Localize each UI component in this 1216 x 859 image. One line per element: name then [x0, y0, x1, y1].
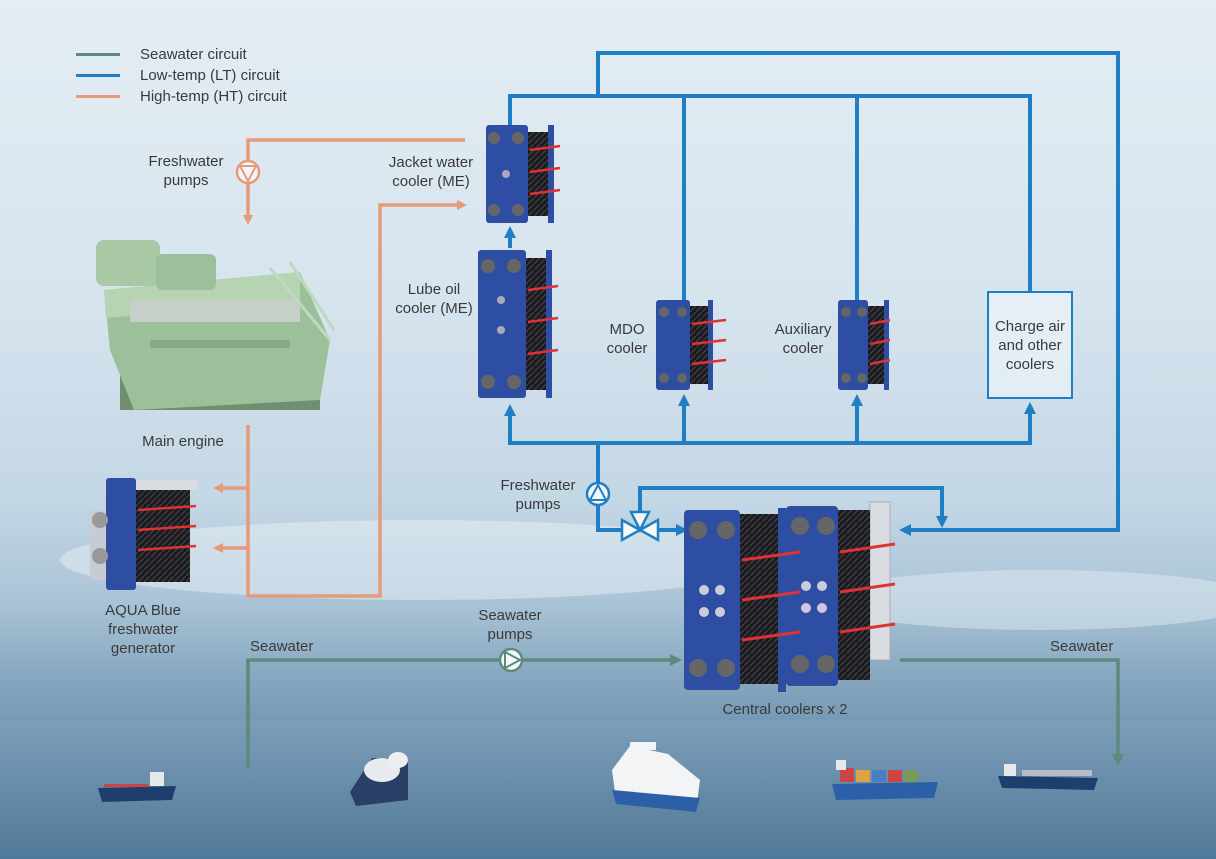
aqua-blue-generator-icon [90, 478, 198, 590]
label-line: cooler [782, 340, 824, 357]
legend-item-lt: Low-temp (LT) circuit [76, 65, 287, 86]
label-line: freshwater [107, 621, 179, 638]
ship-cruise-icon [612, 742, 700, 812]
legend-item-seawater: Seawater circuit [76, 44, 287, 65]
central-coolers-icon [684, 501, 896, 692]
lube-oil-cooler-icon [478, 250, 559, 398]
label-line: Freshwater [500, 477, 576, 494]
label-seawater-in: Seawater [250, 638, 314, 655]
label-charge-air-coolers: Charge air and other coolers [995, 317, 1065, 374]
legend-label-ht: High-temp (HT) circuit [140, 88, 287, 105]
label-central-coolers: Central coolers x 2 [722, 701, 848, 718]
seawater-circuit [246, 654, 1124, 768]
freshwater-pump-lt-icon [585, 481, 611, 507]
label-line: generator [110, 640, 176, 657]
legend-swatch-seawater [76, 53, 120, 56]
jacket-water-cooler-icon [486, 125, 561, 223]
label-line: cooler [606, 340, 648, 357]
label-line: Lube oil [407, 281, 461, 298]
ship-lng-carrier-icon [350, 752, 408, 806]
label-freshwater-pumps-ht: Freshwater pumps [136, 152, 236, 190]
label-line: cooler (ME) [392, 173, 470, 190]
label-line: pumps [515, 496, 561, 513]
three-way-valve-icon [620, 510, 660, 543]
label-line: MDO [609, 321, 645, 338]
label-line: pumps [487, 626, 533, 643]
ship-container-icon [832, 760, 938, 800]
ship-bulk-carrier-icon [998, 764, 1098, 790]
label-auxiliary-cooler: Auxiliary cooler [764, 320, 842, 358]
legend: Seawater circuit Low-temp (LT) circuit H… [76, 44, 287, 107]
sea-background [0, 720, 1216, 859]
label-line: Jacket water [388, 154, 474, 171]
label-line: coolers [1005, 355, 1055, 373]
ht-circuit [213, 138, 467, 598]
label-mdo-cooler: MDO cooler [596, 320, 658, 358]
label-line: Charge air [994, 317, 1066, 335]
label-lube-oil-cooler: Lube oil cooler (ME) [386, 280, 482, 318]
label-line: AQUA Blue [105, 602, 181, 619]
label-freshwater-pumps-lt: Freshwater pumps [488, 476, 588, 514]
label-line: and other [998, 336, 1062, 354]
label-line: Auxiliary [774, 321, 832, 338]
label-seawater-pumps: Seawater pumps [462, 606, 558, 644]
label-main-engine: Main engine [142, 433, 224, 450]
label-line: Seawater [478, 607, 542, 624]
legend-swatch-ht [76, 95, 120, 98]
legend-item-ht: High-temp (HT) circuit [76, 86, 287, 107]
label-line: pumps [163, 172, 209, 189]
freshwater-pump-ht-icon [235, 159, 261, 185]
label-line: cooler (ME) [395, 300, 473, 317]
legend-label-lt: Low-temp (LT) circuit [140, 67, 280, 84]
lt-circuit [504, 51, 1120, 536]
cloud-haze [60, 520, 780, 600]
label-seawater-out: Seawater [1050, 638, 1114, 655]
legend-label-seawater: Seawater circuit [140, 46, 247, 63]
label-aqua-blue-generator: AQUA Blue freshwater generator [88, 601, 198, 658]
main-engine-icon [96, 240, 336, 410]
label-jacket-water-cooler: Jacket water cooler (ME) [378, 153, 484, 191]
charge-air-coolers-box: Charge air and other coolers [987, 291, 1073, 399]
seawater-pump-icon [498, 647, 524, 673]
cloud-haze [820, 570, 1216, 630]
ship-tanker-icon [98, 772, 176, 802]
auxiliary-cooler-icon [838, 300, 891, 390]
label-line: Freshwater [148, 153, 224, 170]
mdo-cooler-icon [656, 300, 727, 390]
legend-swatch-lt [76, 74, 120, 77]
